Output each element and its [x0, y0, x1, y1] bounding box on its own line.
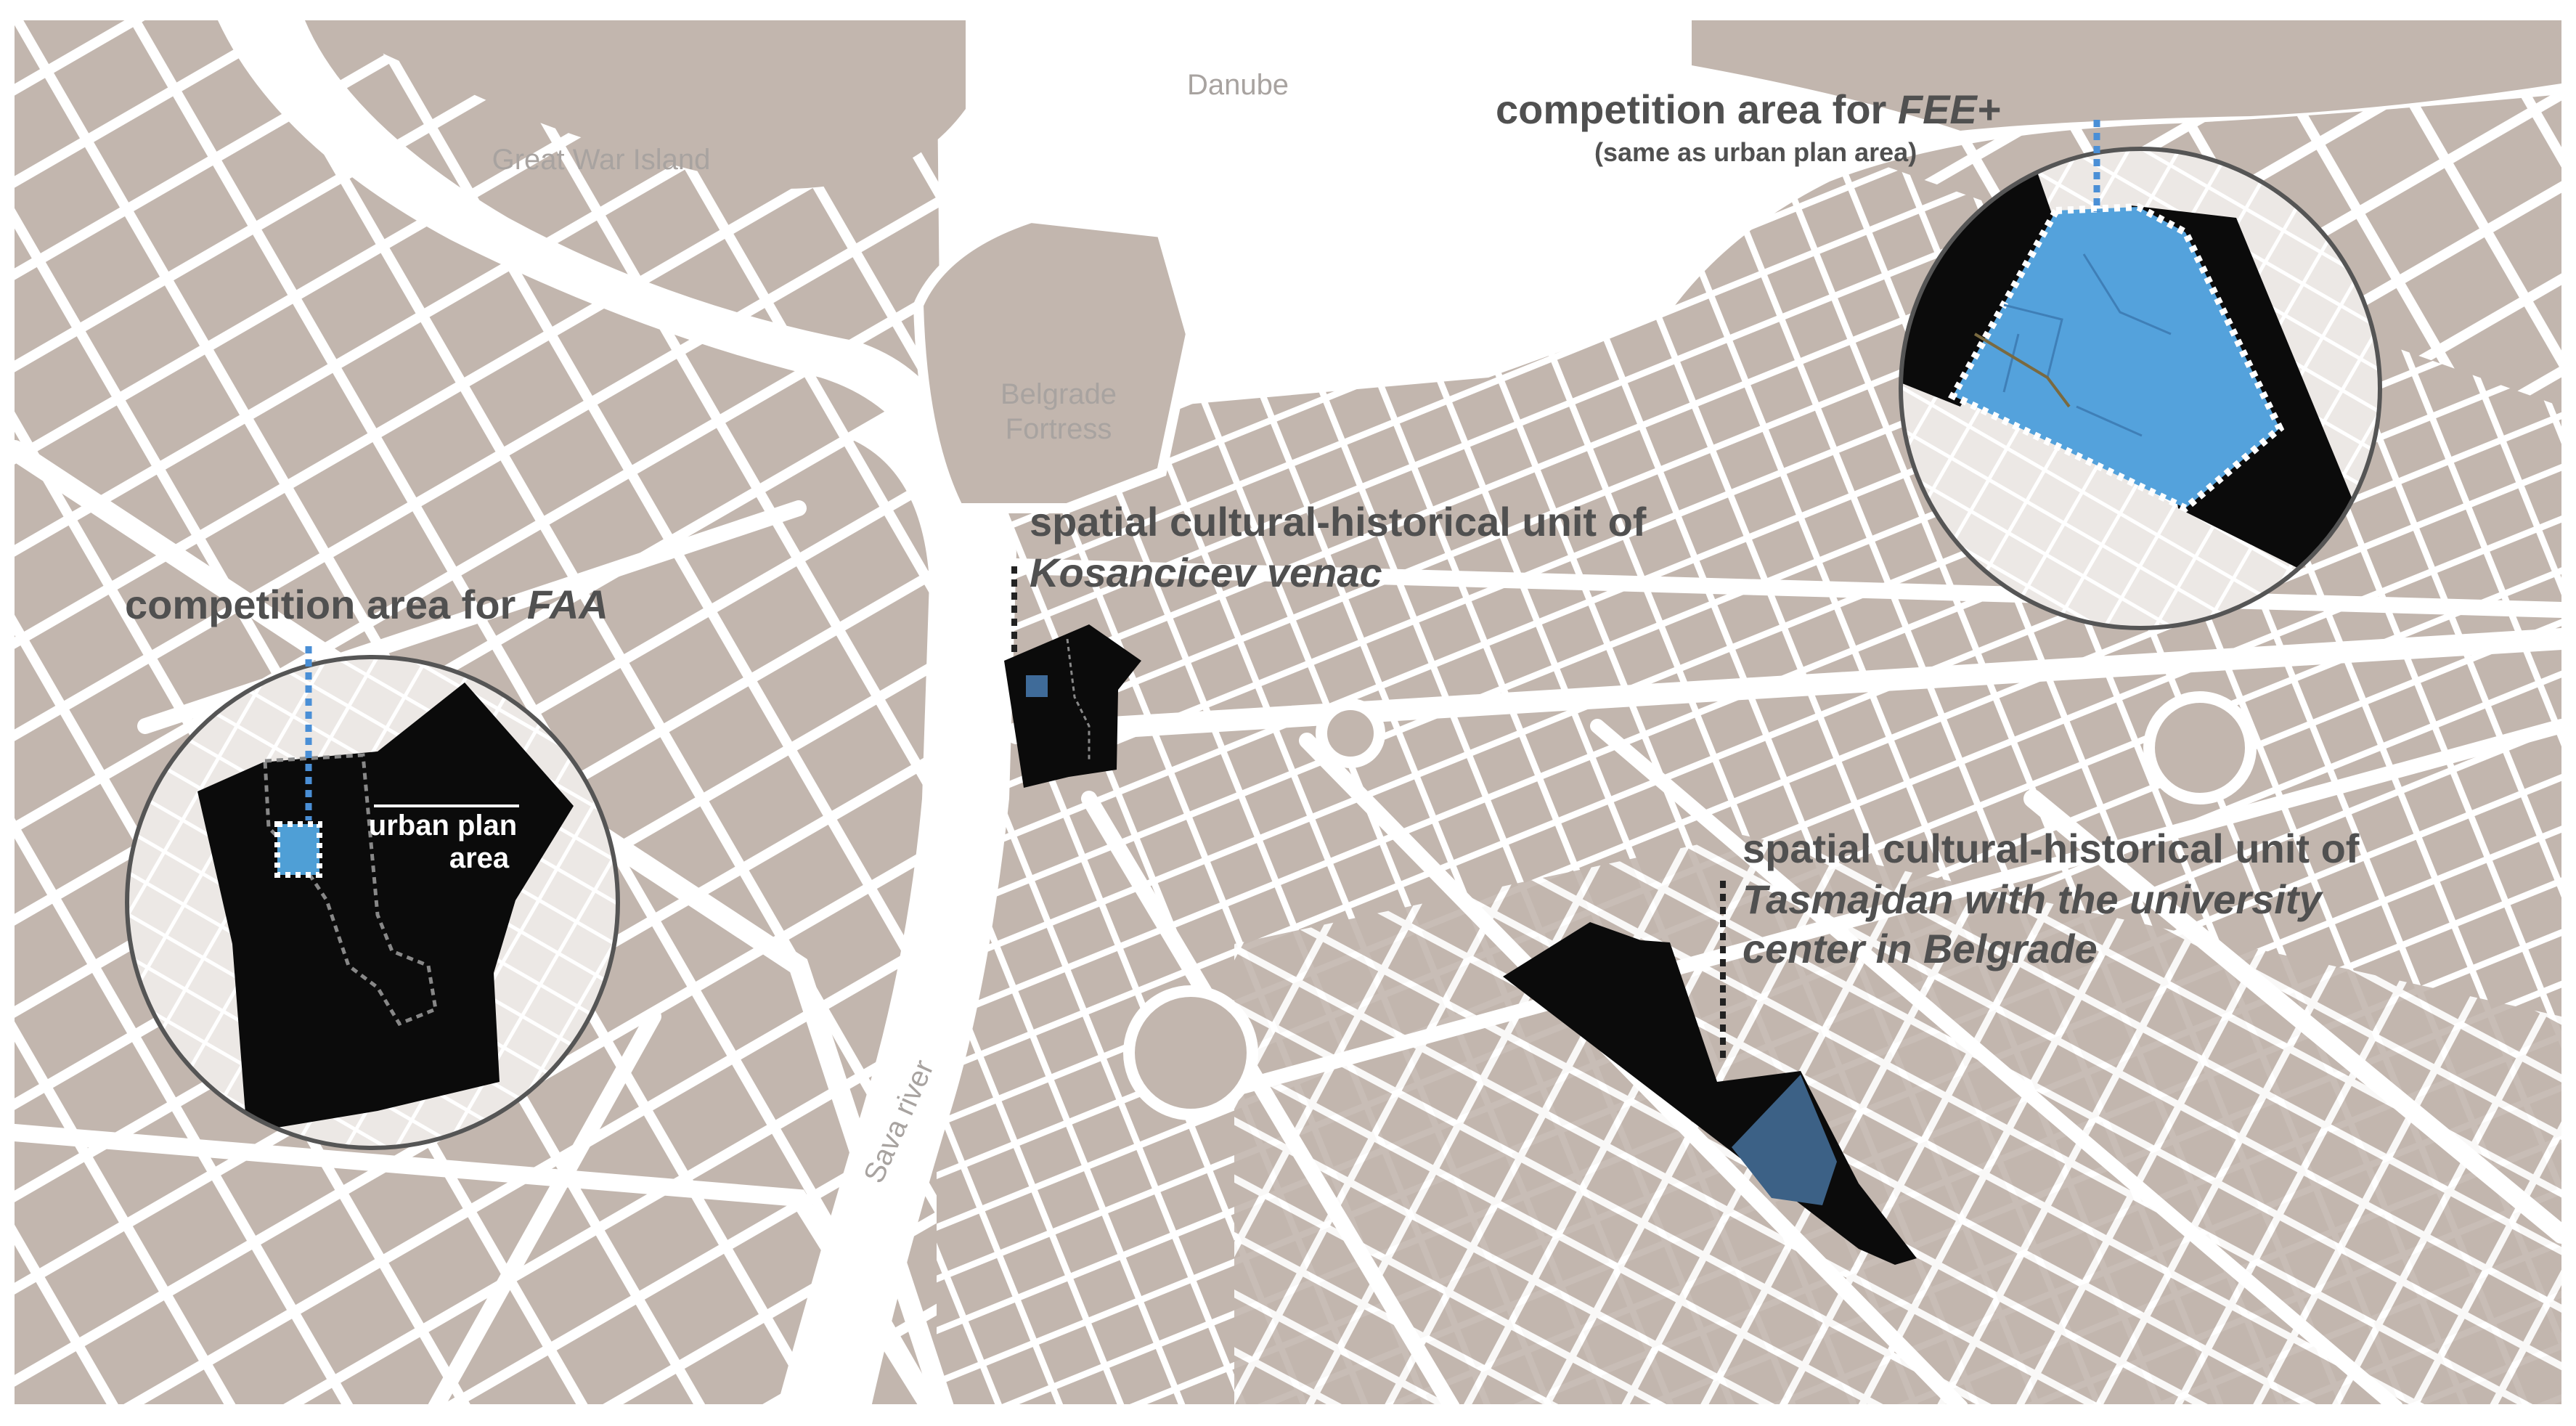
belgrade-fortress-label-2: Fortress: [1006, 413, 1112, 445]
fee-inset: [1899, 120, 2382, 630]
tasmajdan-line3: center in Belgrade: [1743, 926, 2098, 971]
fee-competition-area: [1948, 203, 2285, 513]
fee-title: competition area for FEE+: [1496, 86, 2001, 132]
fee-title-name: FEE+: [1898, 86, 2001, 132]
kosancicev-competition-area: [1026, 675, 1048, 697]
kosancicev-line2: Kosancicev venac: [1030, 550, 1382, 595]
map-frame: [0, 3, 2576, 1419]
danube-label: Danube: [1187, 69, 1289, 101]
tasmajdan-line2: Tasmajdan with the university: [1743, 876, 2324, 922]
faa-urban-plan-outline: [263, 753, 438, 1027]
belgrade-fortress-label-1: Belgrade: [1000, 378, 1117, 410]
great-war-island: [312, 20, 966, 189]
urban-plan-area-label-2: area: [449, 842, 510, 874]
faa-title-prefix: competition area for: [125, 582, 527, 627]
fee-title-prefix: competition area for: [1496, 86, 1898, 132]
great-war-island-label: Great War Island: [492, 144, 711, 176]
kosancicev-urban-plan-outline: [1066, 638, 1091, 762]
roundabouts: [1123, 691, 2257, 1120]
kosancicev-line1: spatial cultural-historical unit of: [1030, 499, 1647, 545]
tasmajdan-university-area: [1732, 1075, 1837, 1205]
danube-north-land: [1692, 20, 2561, 131]
faa-urban-block: [197, 683, 574, 1133]
main-streets: [4, 440, 2572, 1417]
danube-channel: [218, 20, 973, 508]
faa-competition-area: [274, 821, 322, 878]
danube-river: [937, 20, 2561, 726]
faa-title-name: FAA: [527, 582, 608, 627]
fee-note: (same as urban plan area): [1594, 137, 1917, 167]
sava-river: [777, 407, 1016, 1407]
faa-inset: urban plan area: [125, 646, 620, 1150]
belgrade-fortress-area: [913, 212, 1197, 513]
tasmajdan-line1: spatial cultural-historical unit of: [1743, 826, 2360, 871]
faa-title: competition area for FAA: [125, 582, 608, 627]
urban-plan-area-label-1: urban plan: [369, 810, 517, 842]
kosancicev-venac-unit: [1004, 624, 1141, 788]
